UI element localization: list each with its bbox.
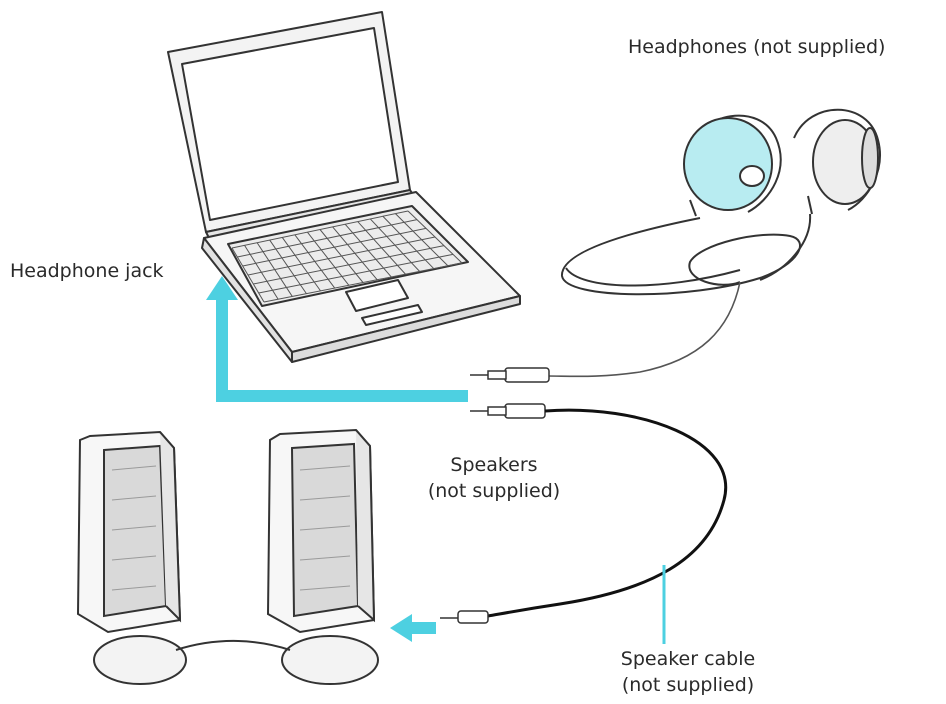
arrow-icon	[206, 276, 468, 402]
speaker-cable-label-line2: (not supplied)	[621, 674, 755, 696]
keyboard-col-line	[395, 213, 449, 267]
keyboard-col-line	[344, 223, 392, 278]
keyboard-col-line	[294, 234, 336, 289]
headphones-label: Headphones (not supplied)	[628, 36, 886, 58]
audio-plug-icon	[470, 403, 546, 419]
speakers-label-line1: Speakers	[450, 454, 538, 476]
speaker-cable-label-line1: Speaker cable	[620, 648, 756, 670]
speaker-grille	[111, 465, 351, 591]
keyboard-col-line	[281, 237, 321, 292]
laptop-icon	[167, 11, 521, 363]
keyboard-col-line	[307, 231, 350, 286]
keyboard-col-line	[244, 245, 279, 300]
keyboard-keys	[231, 210, 463, 303]
keyboard-col-line	[319, 229, 364, 283]
audio-plug-icon	[440, 610, 489, 624]
headphone-jack-label: Headphone jack	[10, 260, 164, 282]
speaker-cable-label: Speaker cable (not supplied)	[598, 646, 778, 698]
arrow-icon	[390, 614, 436, 642]
keyboard-col-line	[332, 226, 378, 281]
headphone-cable	[547, 281, 741, 378]
keyboard-col-line	[231, 247, 265, 303]
speakers-label: Speakers (not supplied)	[404, 452, 584, 504]
keyboard-col-line	[407, 210, 463, 264]
keyboard-col-line	[357, 221, 406, 275]
headphones-icon	[560, 108, 881, 296]
speaker-icon	[76, 428, 379, 685]
speakers-label-line2: (not supplied)	[427, 480, 561, 502]
audio-plug-icon	[470, 367, 550, 383]
keyboard-col-line	[269, 239, 307, 294]
keyboard-col-line	[369, 218, 420, 272]
speaker-cable	[487, 408, 728, 618]
keyboard-col-line	[382, 215, 435, 269]
keyboard-col-line	[256, 242, 293, 297]
